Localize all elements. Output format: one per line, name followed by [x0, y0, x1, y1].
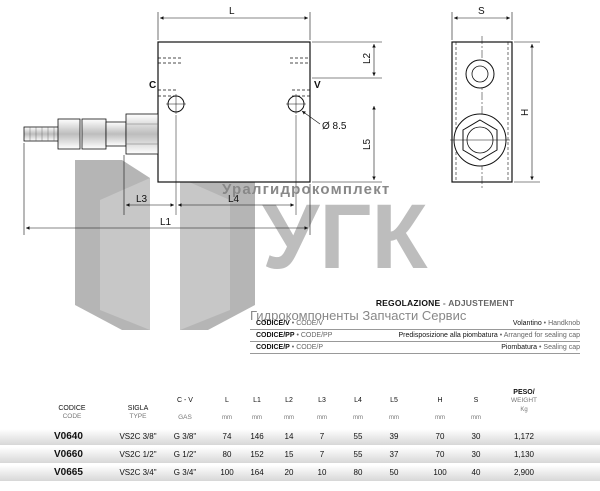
adjustment-table: REGOLAZIONE - ADJUSTEMENT CODICE/V • COD…: [250, 298, 580, 354]
cell-code: V0640: [54, 431, 83, 442]
adjustment-title: REGOLAZIONE - ADJUSTEMENT: [375, 298, 515, 308]
cell-weight: 1,130: [513, 450, 535, 459]
cell-l: 100: [220, 468, 234, 477]
cell-l3: 10: [317, 468, 327, 477]
adjustment-row: CODICE/P • CODE/P Piombatura • Sealing c…: [250, 342, 580, 354]
adjustment-row: CODICE/V • CODE/V Volantino • Handknob: [250, 318, 580, 330]
cell-l5: 39: [389, 432, 399, 441]
dim-label-l5: L5: [362, 138, 373, 150]
cell-l5: 37: [389, 450, 399, 459]
dim-label-hole: Ø 8.5: [322, 121, 347, 132]
adjustment-row: CODICE/PP • CODE/PP Predisposizione alla…: [250, 330, 580, 342]
cell-l4: 55: [353, 450, 363, 459]
cell-type: VS2C 3/4": [119, 468, 157, 477]
port-label-c: C: [149, 80, 156, 91]
cell-weight: 2,900: [513, 468, 535, 477]
cell-l3: 7: [319, 432, 325, 441]
cell-l2: 14: [284, 432, 294, 441]
port-label-v: V: [314, 80, 321, 91]
dim-label-l: L: [229, 6, 235, 17]
table-row: [0, 429, 600, 445]
cell-type: VS2C 3/8": [119, 432, 157, 441]
valve-front-view: [157, 41, 311, 215]
cell-code: V0660: [54, 449, 83, 460]
cell-s: 40: [471, 468, 481, 477]
cell-cv: G 3/8": [173, 432, 197, 441]
watermark-company: Уралгидрокомплект: [222, 181, 390, 198]
dim-label-s: S: [478, 6, 485, 17]
cell-l2: 15: [284, 450, 294, 459]
dim-label-l1: L1: [160, 217, 172, 228]
cell-s: 30: [471, 450, 481, 459]
dim-label-h: H: [520, 109, 531, 116]
dim-label-l2: L2: [362, 52, 373, 64]
cell-weight: 1,172: [513, 432, 535, 441]
cell-l: 80: [222, 450, 232, 459]
cell-l1: 146: [250, 432, 264, 441]
cell-h: 70: [435, 432, 445, 441]
cell-l4: 55: [353, 432, 363, 441]
cell-l3: 7: [319, 450, 325, 459]
valve-side-view: [450, 36, 513, 188]
cell-l5: 50: [389, 468, 399, 477]
dimension-lines: [23, 12, 540, 235]
cell-type: VS2C 1/2": [119, 450, 157, 459]
adjusting-screw: [23, 113, 159, 155]
table-row: [0, 465, 600, 481]
cell-cv: G 3/4": [173, 468, 197, 477]
watermark-tagline: Гидрокомпоненты Запчасти Сервис: [250, 308, 467, 323]
cell-l: 74: [222, 432, 232, 441]
logo-text: УГК: [262, 186, 428, 288]
cell-h: 100: [433, 468, 447, 477]
table-row: [0, 447, 600, 463]
cell-cv: G 1/2": [173, 450, 197, 459]
cell-l4: 80: [353, 468, 363, 477]
cell-l1: 152: [250, 450, 264, 459]
ugk-logo-watermark: УГК: [75, 160, 428, 330]
cell-code: V0665: [54, 467, 83, 478]
dim-label-l3: L3: [136, 194, 148, 205]
cell-l1: 164: [250, 468, 264, 477]
dim-label-l4: L4: [228, 194, 240, 205]
cell-h: 70: [435, 450, 445, 459]
cell-l2: 20: [284, 468, 294, 477]
cell-s: 30: [471, 432, 481, 441]
